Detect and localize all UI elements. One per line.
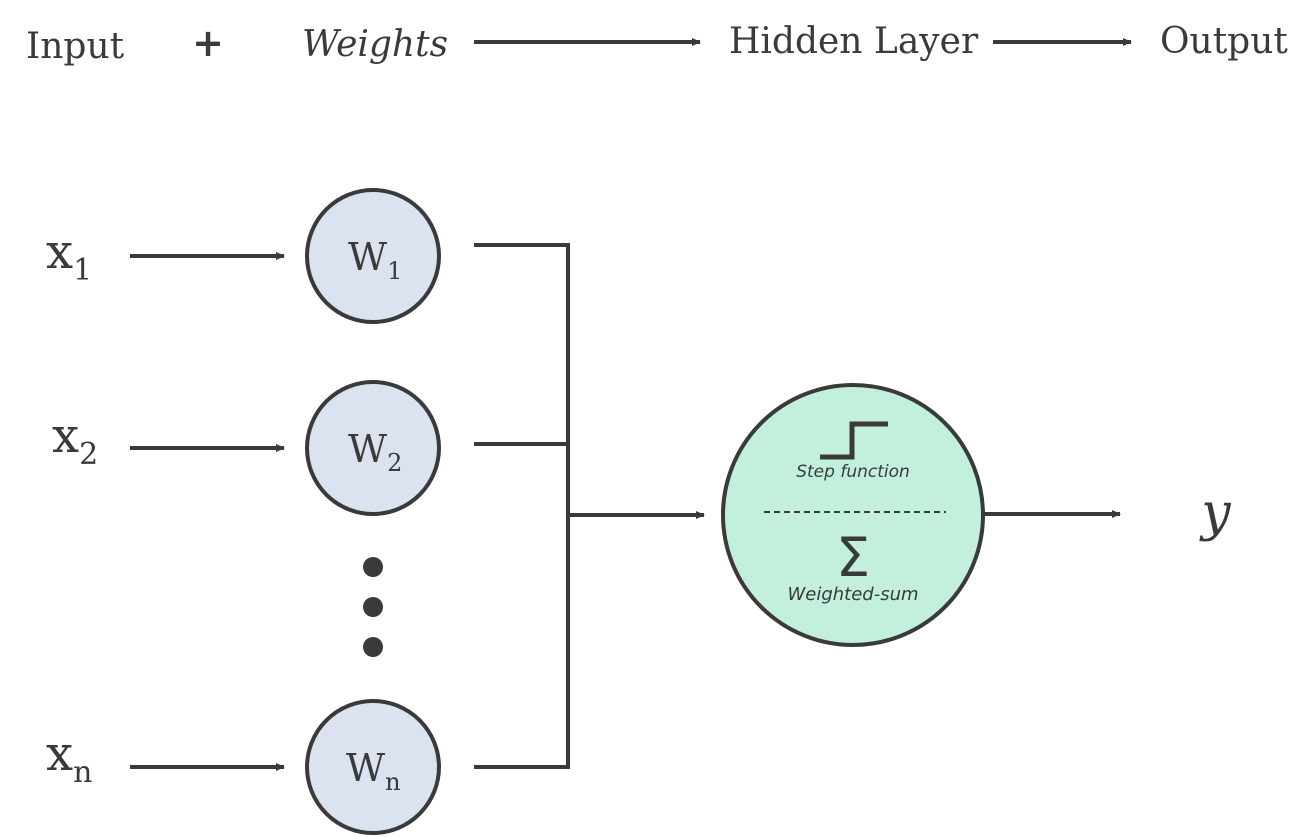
input-label-x2: x2 <box>52 408 98 472</box>
weight-node-w2 <box>305 380 441 516</box>
neuron-node <box>721 383 985 647</box>
header-weights-label: Weights <box>302 24 448 65</box>
ellipsis-dot-1 <box>363 557 383 577</box>
ellipsis-dot-2 <box>363 597 383 617</box>
header-plus-icon: + <box>192 21 224 65</box>
weight-label-w2: W2 <box>348 427 402 477</box>
input-label-x1: x1 <box>46 224 92 288</box>
ellipsis-dot-3 <box>363 637 383 657</box>
header-hidden-layer-label: Hidden Layer <box>729 21 979 62</box>
input-label-xn: xn <box>46 726 92 790</box>
weight-label-w1: W1 <box>348 235 402 285</box>
summation-icon: Σ <box>836 526 870 589</box>
step-function-label: Step function <box>796 462 910 482</box>
weight-label-wn: Wn <box>346 746 401 796</box>
header-input-label: Input <box>26 26 125 67</box>
weighted-sum-label: Weighted-sum <box>787 584 918 605</box>
weight-node-w1 <box>305 188 441 324</box>
output-symbol: y <box>1199 483 1231 543</box>
step-function-icon <box>820 421 888 460</box>
weight-node-wn <box>305 699 441 835</box>
header-output-label: Output <box>1160 21 1288 62</box>
